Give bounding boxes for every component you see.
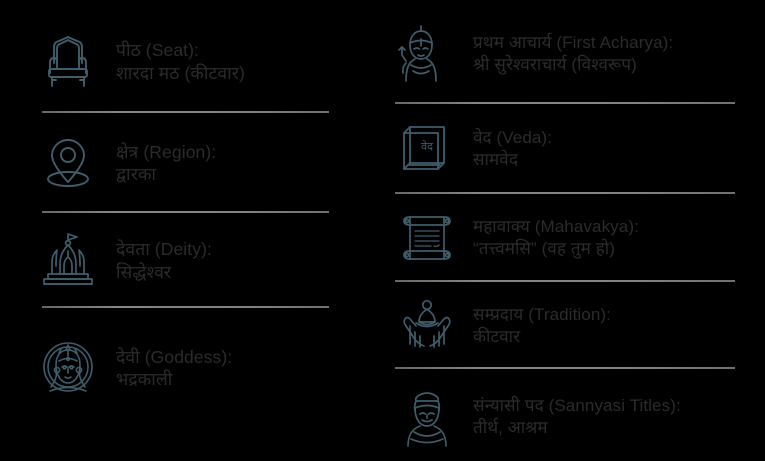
list-item-label: वेद (Veda):: [473, 128, 553, 148]
list-item[interactable]: महावाक्य (Mahavakya): “तत्त्वमसि” (वह तु…: [391, 194, 749, 282]
list-item-text: क्षेत्र (Region): द्वारका: [106, 141, 355, 186]
right-column: प्रथम आचार्य (First Acharya): श्री सुरेश…: [383, 0, 765, 461]
list-item-text: महावाक्य (Mahavakya): “तत्त्वमसि” (वह तु…: [463, 216, 749, 260]
list-item-value: शारदा मठ (कीटवार): [116, 62, 245, 83]
list-item[interactable]: पीठ (Seat): शारदा मठ (कीटवार): [30, 10, 355, 113]
list-item-value: कीटवार: [473, 326, 521, 346]
divider: [395, 367, 735, 369]
list-item-label: संन्यासी पद (Sannyasi Titles):: [473, 396, 681, 416]
goddess-face-icon: [30, 330, 106, 406]
acharya-sage-icon: [391, 18, 463, 90]
divider: [42, 211, 329, 213]
divider: [395, 280, 735, 282]
list-item-label: प्रथम आचार्य (First Acharya):: [473, 33, 674, 53]
hands-meditation-icon: [391, 290, 463, 362]
list-item-text: संन्यासी पद (Sannyasi Titles): तीर्थ, आश…: [463, 395, 749, 439]
divider: [395, 102, 735, 104]
list-item[interactable]: वेद वेद (Veda): सामवेद: [391, 104, 749, 194]
list-item-value: द्वारका: [116, 164, 157, 184]
list-item[interactable]: देवता (Deity): सिद्धेश्वर: [30, 213, 355, 308]
list-item[interactable]: क्षेत्र (Region): द्वारका: [30, 113, 355, 213]
list-item[interactable]: देवी (Goddess): भद्रकाली: [30, 308, 355, 428]
divider: [42, 111, 329, 113]
list-item-label: पीठ (Seat):: [116, 40, 200, 61]
temple-icon: [30, 223, 106, 299]
book-cover-text: वेद: [421, 140, 433, 153]
scroll-icon: [391, 202, 463, 274]
list-item[interactable]: संन्यासी पद (Sannyasi Titles): तीर्थ, आश…: [391, 369, 749, 461]
veda-book-icon: वेद: [391, 113, 463, 185]
list-item[interactable]: सम्प्रदाय (Tradition): कीटवार: [391, 282, 749, 369]
list-item-label: सम्प्रदाय (Tradition):: [473, 304, 611, 324]
map-pin-icon: [30, 125, 106, 201]
list-item-text: प्रथम आचार्य (First Acharya): श्री सुरेश…: [463, 32, 749, 76]
divider: [42, 306, 329, 308]
left-column: पीठ (Seat): शारदा मठ (कीटवार) क्षेत्र (R…: [30, 10, 355, 428]
list-item[interactable]: प्रथम आचार्य (First Acharya): श्री सुरेश…: [391, 4, 749, 104]
divider: [395, 192, 735, 194]
list-item-label: देवता (Deity):: [116, 239, 212, 260]
list-item-value: श्री सुरेश्वराचार्य (विश्वरूप): [473, 55, 637, 74]
list-item-text: सम्प्रदाय (Tradition): कीटवार: [463, 304, 749, 348]
sannyasi-monk-icon: [391, 381, 463, 453]
list-item-label: देवी (Goddess):: [116, 346, 233, 367]
list-item-text: पीठ (Seat): शारदा मठ (कीटवार): [106, 39, 355, 84]
list-item-value: सिद्धेश्वर: [116, 261, 172, 282]
list-item-label: क्षेत्र (Region):: [116, 141, 217, 162]
list-item-label: महावाक्य (Mahavakya):: [473, 217, 639, 237]
list-item-value: सामवेद: [473, 150, 518, 169]
list-item-value: भद्रकाली: [116, 369, 173, 389]
list-item-text: देवी (Goddess): भद्रकाली: [106, 346, 355, 391]
list-item-text: देवता (Deity): सिद्धेश्वर: [106, 238, 355, 283]
list-item-text: वेद (Veda): सामवेद: [463, 127, 749, 171]
throne-chair-icon: [30, 24, 106, 100]
list-item-value: तीर्थ, आश्रम: [473, 418, 548, 437]
list-item-value: “तत्त्वमसि” (वह तुम हो): [473, 239, 616, 258]
